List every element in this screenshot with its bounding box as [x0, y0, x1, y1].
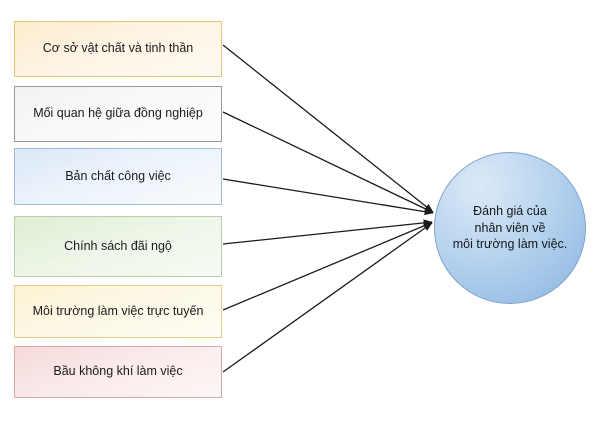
- factor-label: Cơ sở vật chất và tinh thần: [42, 41, 194, 56]
- factor-box-chinh-sach-dai-ngo[interactable]: Chính sách đãi ngộ: [14, 216, 222, 277]
- arrow-factor-3: [222, 178, 434, 216]
- factor-label: Bản chất công việc: [65, 168, 171, 183]
- factor-label: Mối quan hệ giữa đồng nghiệp: [33, 106, 203, 121]
- factor-label: Bầu không khí làm việc: [53, 364, 183, 379]
- arrow-factor-1: [222, 44, 434, 213]
- factor-box-bau-khong-khi[interactable]: Bầu không khí làm việc: [14, 346, 222, 398]
- arrow-factor-2: [222, 111, 434, 214]
- arrow-factor-5: [222, 221, 433, 311]
- factor-box-co-so-vat-chat[interactable]: Cơ sở vật chất và tinh thần: [14, 21, 222, 77]
- factor-box-moi-truong-truc-tuyen[interactable]: Môi trường làm việc trực tuyến: [14, 285, 222, 338]
- factor-box-ban-chat-cong-viec[interactable]: Bản chất công việc: [14, 148, 222, 205]
- factor-label: Chính sách đãi ngộ: [64, 238, 172, 253]
- outcome-node[interactable]: Đánh giá của nhân viên về môi trường làm…: [434, 152, 586, 304]
- outcome-label: Đánh giá của nhân viên về môi trường làm…: [452, 203, 568, 252]
- arrow-factor-6: [222, 222, 433, 373]
- arrow-factor-4: [222, 219, 433, 245]
- factor-box-moi-quan-he[interactable]: Mối quan hệ giữa đồng nghiệp: [14, 86, 222, 142]
- factor-label: Môi trường làm việc trực tuyến: [32, 303, 204, 318]
